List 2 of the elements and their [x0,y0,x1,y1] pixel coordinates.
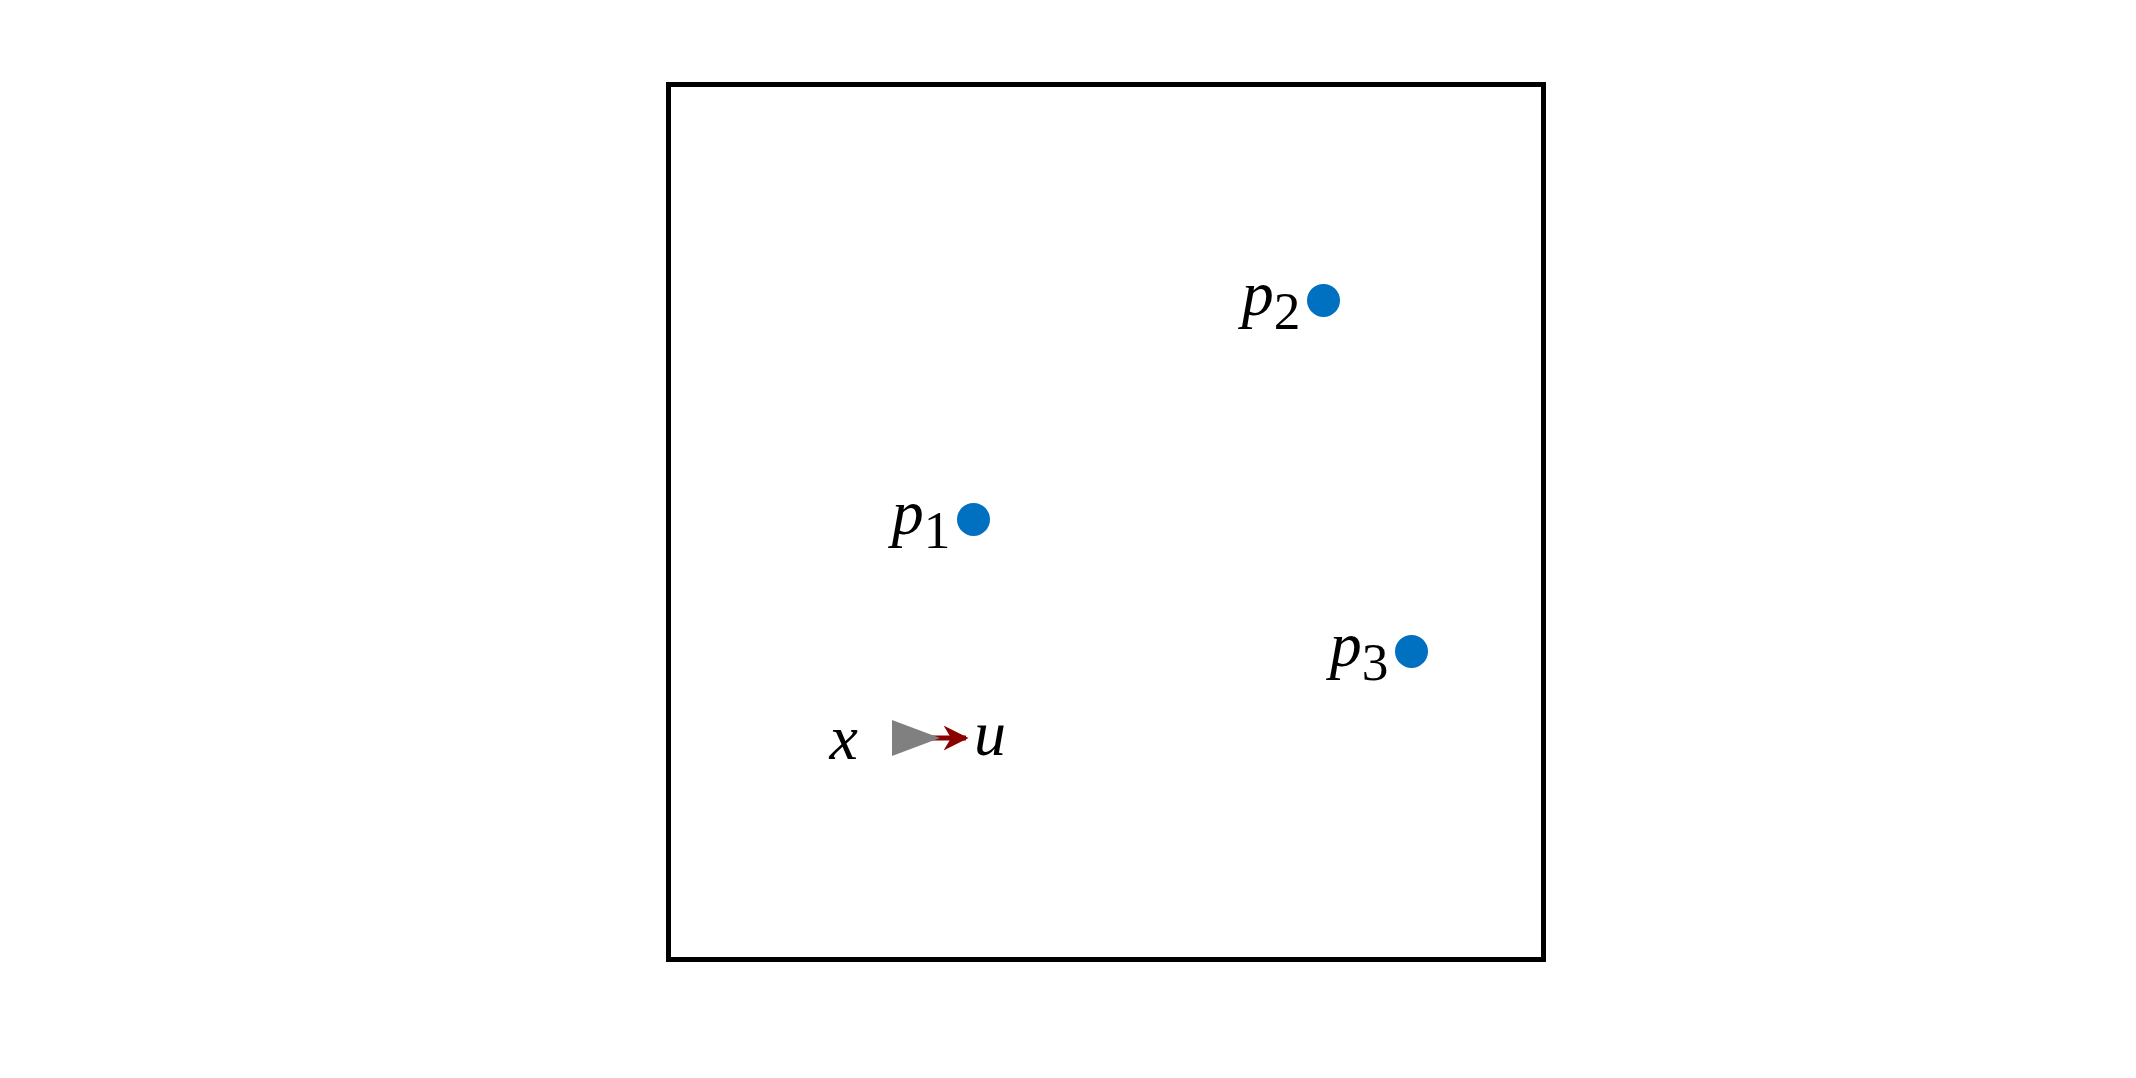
point-label: x [829,706,859,770]
vector-label: u [974,702,1007,766]
